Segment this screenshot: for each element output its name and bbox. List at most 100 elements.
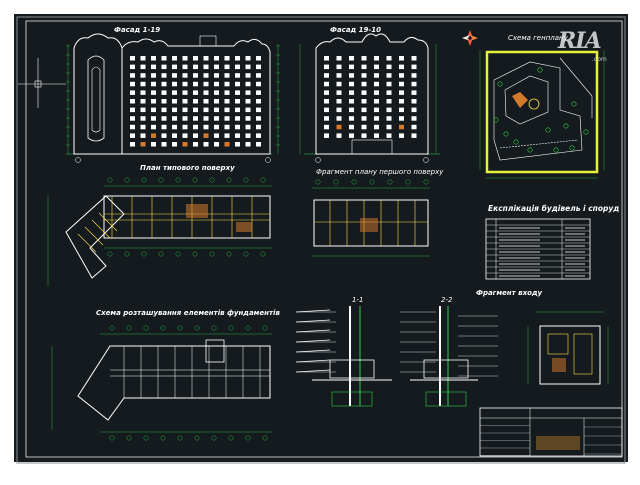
axis-bubble	[194, 325, 200, 331]
facade-window	[336, 99, 342, 104]
facade-window	[151, 107, 156, 113]
facade-window	[386, 73, 392, 78]
facade-window	[411, 56, 417, 61]
facade-window	[224, 56, 230, 61]
facade-window	[399, 56, 404, 61]
facade-window	[349, 64, 354, 70]
axis-bubble	[192, 177, 198, 183]
axis-bubble	[209, 177, 215, 183]
facade-window	[130, 56, 135, 61]
tree-symbol	[493, 117, 499, 123]
ria-watermark-logo: RIA .com	[548, 26, 624, 66]
partition-wall	[77, 233, 97, 253]
facade-window	[214, 116, 219, 121]
facade-window	[411, 107, 417, 113]
facade-window	[374, 56, 379, 61]
axis-bubble	[262, 325, 268, 331]
axis-bubble	[175, 251, 181, 257]
tree-symbol	[527, 147, 533, 153]
sheet-inner-frame	[25, 20, 623, 458]
partition-wall	[84, 226, 104, 246]
facade-window	[130, 90, 135, 95]
facade-window	[245, 107, 251, 113]
facade-window	[214, 81, 219, 87]
facade-window	[130, 142, 135, 147]
facade-window	[130, 107, 135, 113]
facade-window	[411, 99, 417, 104]
title-block	[479, 407, 623, 457]
axis-bubble	[124, 251, 130, 257]
facade-window	[224, 116, 230, 121]
axis-bubble	[158, 177, 164, 183]
facade-window	[161, 142, 167, 147]
facade-window	[193, 116, 198, 121]
axis-bubble	[175, 177, 181, 183]
facade-window	[161, 124, 167, 130]
facade-window	[235, 124, 240, 130]
facade-window	[256, 107, 261, 113]
entrance-fragment-drawing	[527, 311, 609, 385]
facade-window	[172, 116, 177, 121]
partition-wall	[98, 212, 118, 232]
facade-window	[193, 73, 198, 78]
facade-window	[151, 64, 156, 70]
facade-window	[349, 133, 354, 138]
facade-window	[214, 142, 219, 147]
facade-window	[182, 81, 188, 87]
section-1-1-label: 1-1	[352, 296, 364, 304]
note-stroke	[295, 369, 331, 373]
facade-window	[130, 133, 135, 138]
facade-window	[140, 99, 146, 104]
note-stroke	[295, 319, 331, 323]
sheet-outer-frame	[16, 16, 626, 464]
facade-window	[214, 133, 219, 138]
facade-window	[336, 73, 342, 78]
facade-window	[336, 64, 342, 70]
note-stroke	[295, 329, 331, 333]
facade-window	[336, 107, 342, 113]
facade-window	[130, 64, 135, 70]
facade-window	[182, 133, 188, 138]
facade-window	[151, 133, 156, 138]
tree-symbol	[503, 131, 509, 137]
facade-window	[140, 124, 146, 130]
axis-bubble	[243, 177, 249, 183]
facade-window	[214, 73, 219, 78]
section-1-1-drawing	[295, 306, 392, 407]
facade-window	[203, 90, 209, 95]
facade-window	[386, 81, 392, 87]
facade-window	[349, 99, 354, 104]
partition-wall	[91, 219, 111, 239]
facade-window	[140, 116, 146, 121]
tree-symbol	[537, 67, 543, 73]
facade-window	[130, 99, 135, 104]
typical-floor-plan-drawing	[47, 177, 272, 286]
facade-window	[235, 90, 240, 95]
facade-window	[336, 81, 342, 87]
facade-window	[324, 81, 329, 87]
facade-window	[140, 56, 146, 61]
facade-window	[193, 133, 198, 138]
facade-window	[161, 81, 167, 87]
facade-window	[324, 99, 329, 104]
facade-window	[324, 107, 329, 113]
facade-window	[224, 90, 230, 95]
facade-window	[235, 73, 240, 78]
facade-window	[245, 56, 251, 61]
facade-window	[399, 81, 404, 87]
facade-window	[386, 133, 392, 138]
axis-bubble	[260, 251, 266, 257]
facade-window	[172, 81, 177, 87]
facade-window	[172, 73, 177, 78]
facade-window	[235, 142, 240, 147]
facade-window	[224, 99, 230, 104]
ria-logo-text: RIA	[558, 28, 602, 54]
facade-window	[245, 90, 251, 95]
facade-19-10-title: Фасад 19-10	[330, 26, 382, 34]
facade-window	[256, 116, 261, 121]
axis-bubble	[423, 179, 429, 185]
axis-bubble	[245, 435, 251, 441]
facade-window	[130, 116, 135, 121]
